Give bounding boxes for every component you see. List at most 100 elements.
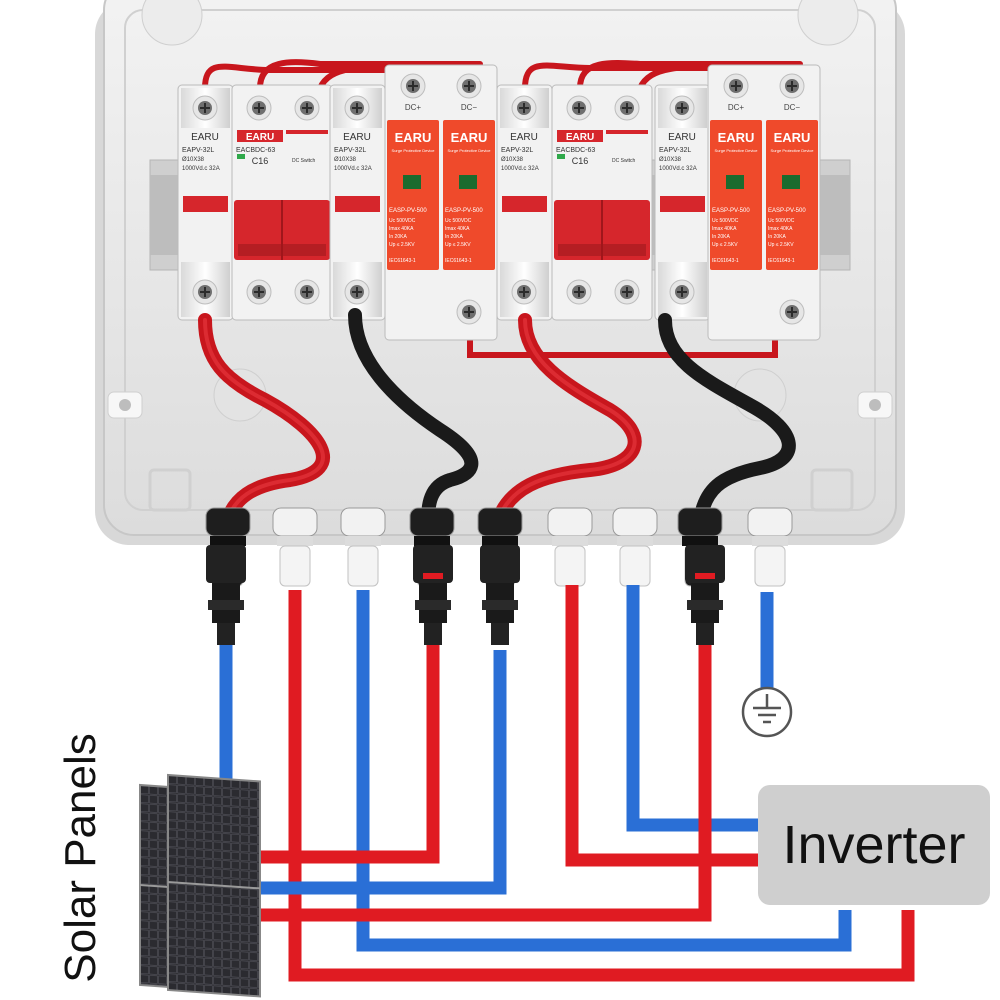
spd-spec: In 20KA	[445, 234, 463, 240]
spd-spec: Imax 40KA	[712, 226, 737, 232]
cable-gland	[272, 507, 318, 587]
wire-blue-bottom	[356, 590, 852, 952]
spd-brand: EARU	[774, 130, 811, 145]
cable-gland	[612, 507, 658, 587]
breaker-brand: EARU	[566, 132, 594, 143]
cable-gland	[547, 507, 593, 587]
spd-spec: Up ≤ 2.5KV	[445, 242, 471, 248]
spd-spec: In 20KA	[768, 234, 786, 240]
spd-spec: Up ≤ 2.5KV	[712, 242, 738, 248]
solar-panel-icon	[139, 773, 261, 998]
cable-gland	[340, 507, 386, 587]
switch-label: DC Switch	[292, 158, 316, 164]
spd-spec: In 20KA	[712, 234, 730, 240]
spd-std: IEC61643-1	[712, 258, 739, 264]
wire-red-inv-1	[565, 585, 758, 867]
bus-wires-top	[202, 59, 803, 91]
spd-spec: Up ≤ 2.5KV	[389, 242, 415, 248]
cable-black-2	[658, 313, 796, 527]
external-wiring	[219, 585, 915, 982]
fuse-brand: EARU	[510, 132, 538, 143]
ground-icon	[741, 686, 793, 738]
module-group-left: EARU EAPV-32L Ø10X38 1000Vd.c 32A EARU EACBDC…	[177, 64, 498, 341]
fuse-rating: 1000Vd.c 32A	[659, 166, 697, 172]
spd-sub: Surge Protective Device	[715, 148, 759, 153]
surge-protector[interactable]: DC+ DC− EARU Surge Protective DeviceEASP-PV…	[384, 64, 498, 341]
spd-std: IEC61643-1	[389, 258, 416, 264]
mc4-connector	[413, 545, 453, 645]
spd-std: IEC61643-1	[445, 258, 472, 264]
wire-red-pv-2	[258, 640, 712, 922]
inverter-label: Inverter	[782, 815, 966, 875]
spd-model: EASP-PV-500	[389, 208, 427, 214]
dc-minus-label: DC−	[784, 103, 801, 112]
switch-label: DC Switch	[612, 158, 636, 164]
fuse-model: EAPV-32L	[334, 147, 366, 154]
breaker-rating: C16	[252, 156, 269, 166]
fuse-model: EAPV-32L	[182, 147, 214, 154]
breaker-model: EACBDC-63	[236, 147, 275, 154]
fuse-rating: 1000Vd.c 32A	[501, 166, 539, 172]
fuse-brand: EARU	[191, 132, 219, 143]
spd-sub: Surge Protective Device	[392, 148, 436, 153]
module-group-right: EARU EAPV-32L Ø10X38 1000Vd.c 32A EARU EACBDC…	[496, 64, 821, 341]
spd-spec: Uc 500VDC	[712, 218, 739, 224]
fuse-size: Ø10X38	[501, 157, 524, 163]
inverter-box	[758, 785, 990, 905]
spd-model: EASP-PV-500	[445, 208, 483, 214]
spd-spec: Uc 500VDC	[389, 218, 416, 224]
mc4-connector	[480, 545, 520, 645]
spd-spec: Imax 40KA	[389, 226, 414, 232]
spd-brand: EARU	[718, 130, 755, 145]
spd-brand: EARU	[395, 130, 432, 145]
breaker-model: EACBDC-63	[556, 147, 595, 154]
wire-blue-pv-2	[258, 650, 507, 895]
spd-model: EASP-PV-500	[768, 208, 806, 214]
spd-spec: In 20KA	[389, 234, 407, 240]
breaker-rating: C16	[572, 156, 589, 166]
mc4-connector	[206, 545, 246, 645]
cable-gland	[747, 507, 793, 587]
internal-cables	[198, 308, 796, 527]
wire-blue-inv-1	[626, 585, 758, 832]
fuse-brand: EARU	[343, 132, 371, 143]
wire-red-bottom	[288, 590, 915, 982]
fuse-holder[interactable]: EARU EAPV-32L Ø10X38 1000Vd.c 32A	[177, 84, 234, 321]
wire-red-pv-1	[258, 640, 440, 864]
fuse-rating: 1000Vd.c 32A	[334, 166, 372, 172]
fuse-rating: 1000Vd.c 32A	[182, 166, 220, 172]
fuse-holder[interactable]: EARU EAPV-32L Ø10X38 1000Vd.c 32A	[654, 84, 711, 321]
fuse-brand: EARU	[668, 132, 696, 143]
fuse-model: EAPV-32L	[659, 147, 691, 154]
spd-sub: Surge Protective Device	[771, 148, 815, 153]
dc-plus-label: DC+	[728, 103, 745, 112]
mc4-connectors	[206, 545, 725, 645]
dc-minus-label: DC−	[461, 103, 478, 112]
dc-plus-label: DC+	[405, 103, 422, 112]
fuse-holder[interactable]: EARU EAPV-32L Ø10X38 1000Vd.c 32A	[496, 84, 553, 321]
spd-spec: Imax 40KA	[445, 226, 470, 232]
spd-spec: Uc 500VDC	[768, 218, 795, 224]
surge-protector[interactable]: DC+ DC− EARU Surge Protective DeviceEASP-PV…	[707, 64, 821, 341]
fuse-model: EAPV-32L	[501, 147, 533, 154]
spd-std: IEC61643-1	[768, 258, 795, 264]
mount-post-left	[107, 391, 143, 419]
fuse-size: Ø10X38	[659, 157, 682, 163]
spd-spec: Uc 500VDC	[445, 218, 472, 224]
fuse-holder[interactable]: EARU EAPV-32L Ø10X38 1000Vd.c 32A	[329, 84, 386, 321]
spd-spec: Imax 40KA	[768, 226, 793, 232]
solar-panels-label: Solar Panels	[56, 733, 105, 983]
spd-model: EASP-PV-500	[712, 208, 750, 214]
cable-black-1	[348, 308, 479, 527]
spd-sub: Surge Protective Device	[448, 148, 492, 153]
spd-brand: EARU	[451, 130, 488, 145]
spd-spec: Up ≤ 2.5KV	[768, 242, 794, 248]
fuse-size: Ø10X38	[182, 157, 205, 163]
mount-post-right	[857, 391, 893, 419]
mc4-connector	[685, 545, 725, 645]
breaker-brand: EARU	[246, 132, 274, 143]
fuse-size: Ø10X38	[334, 157, 357, 163]
